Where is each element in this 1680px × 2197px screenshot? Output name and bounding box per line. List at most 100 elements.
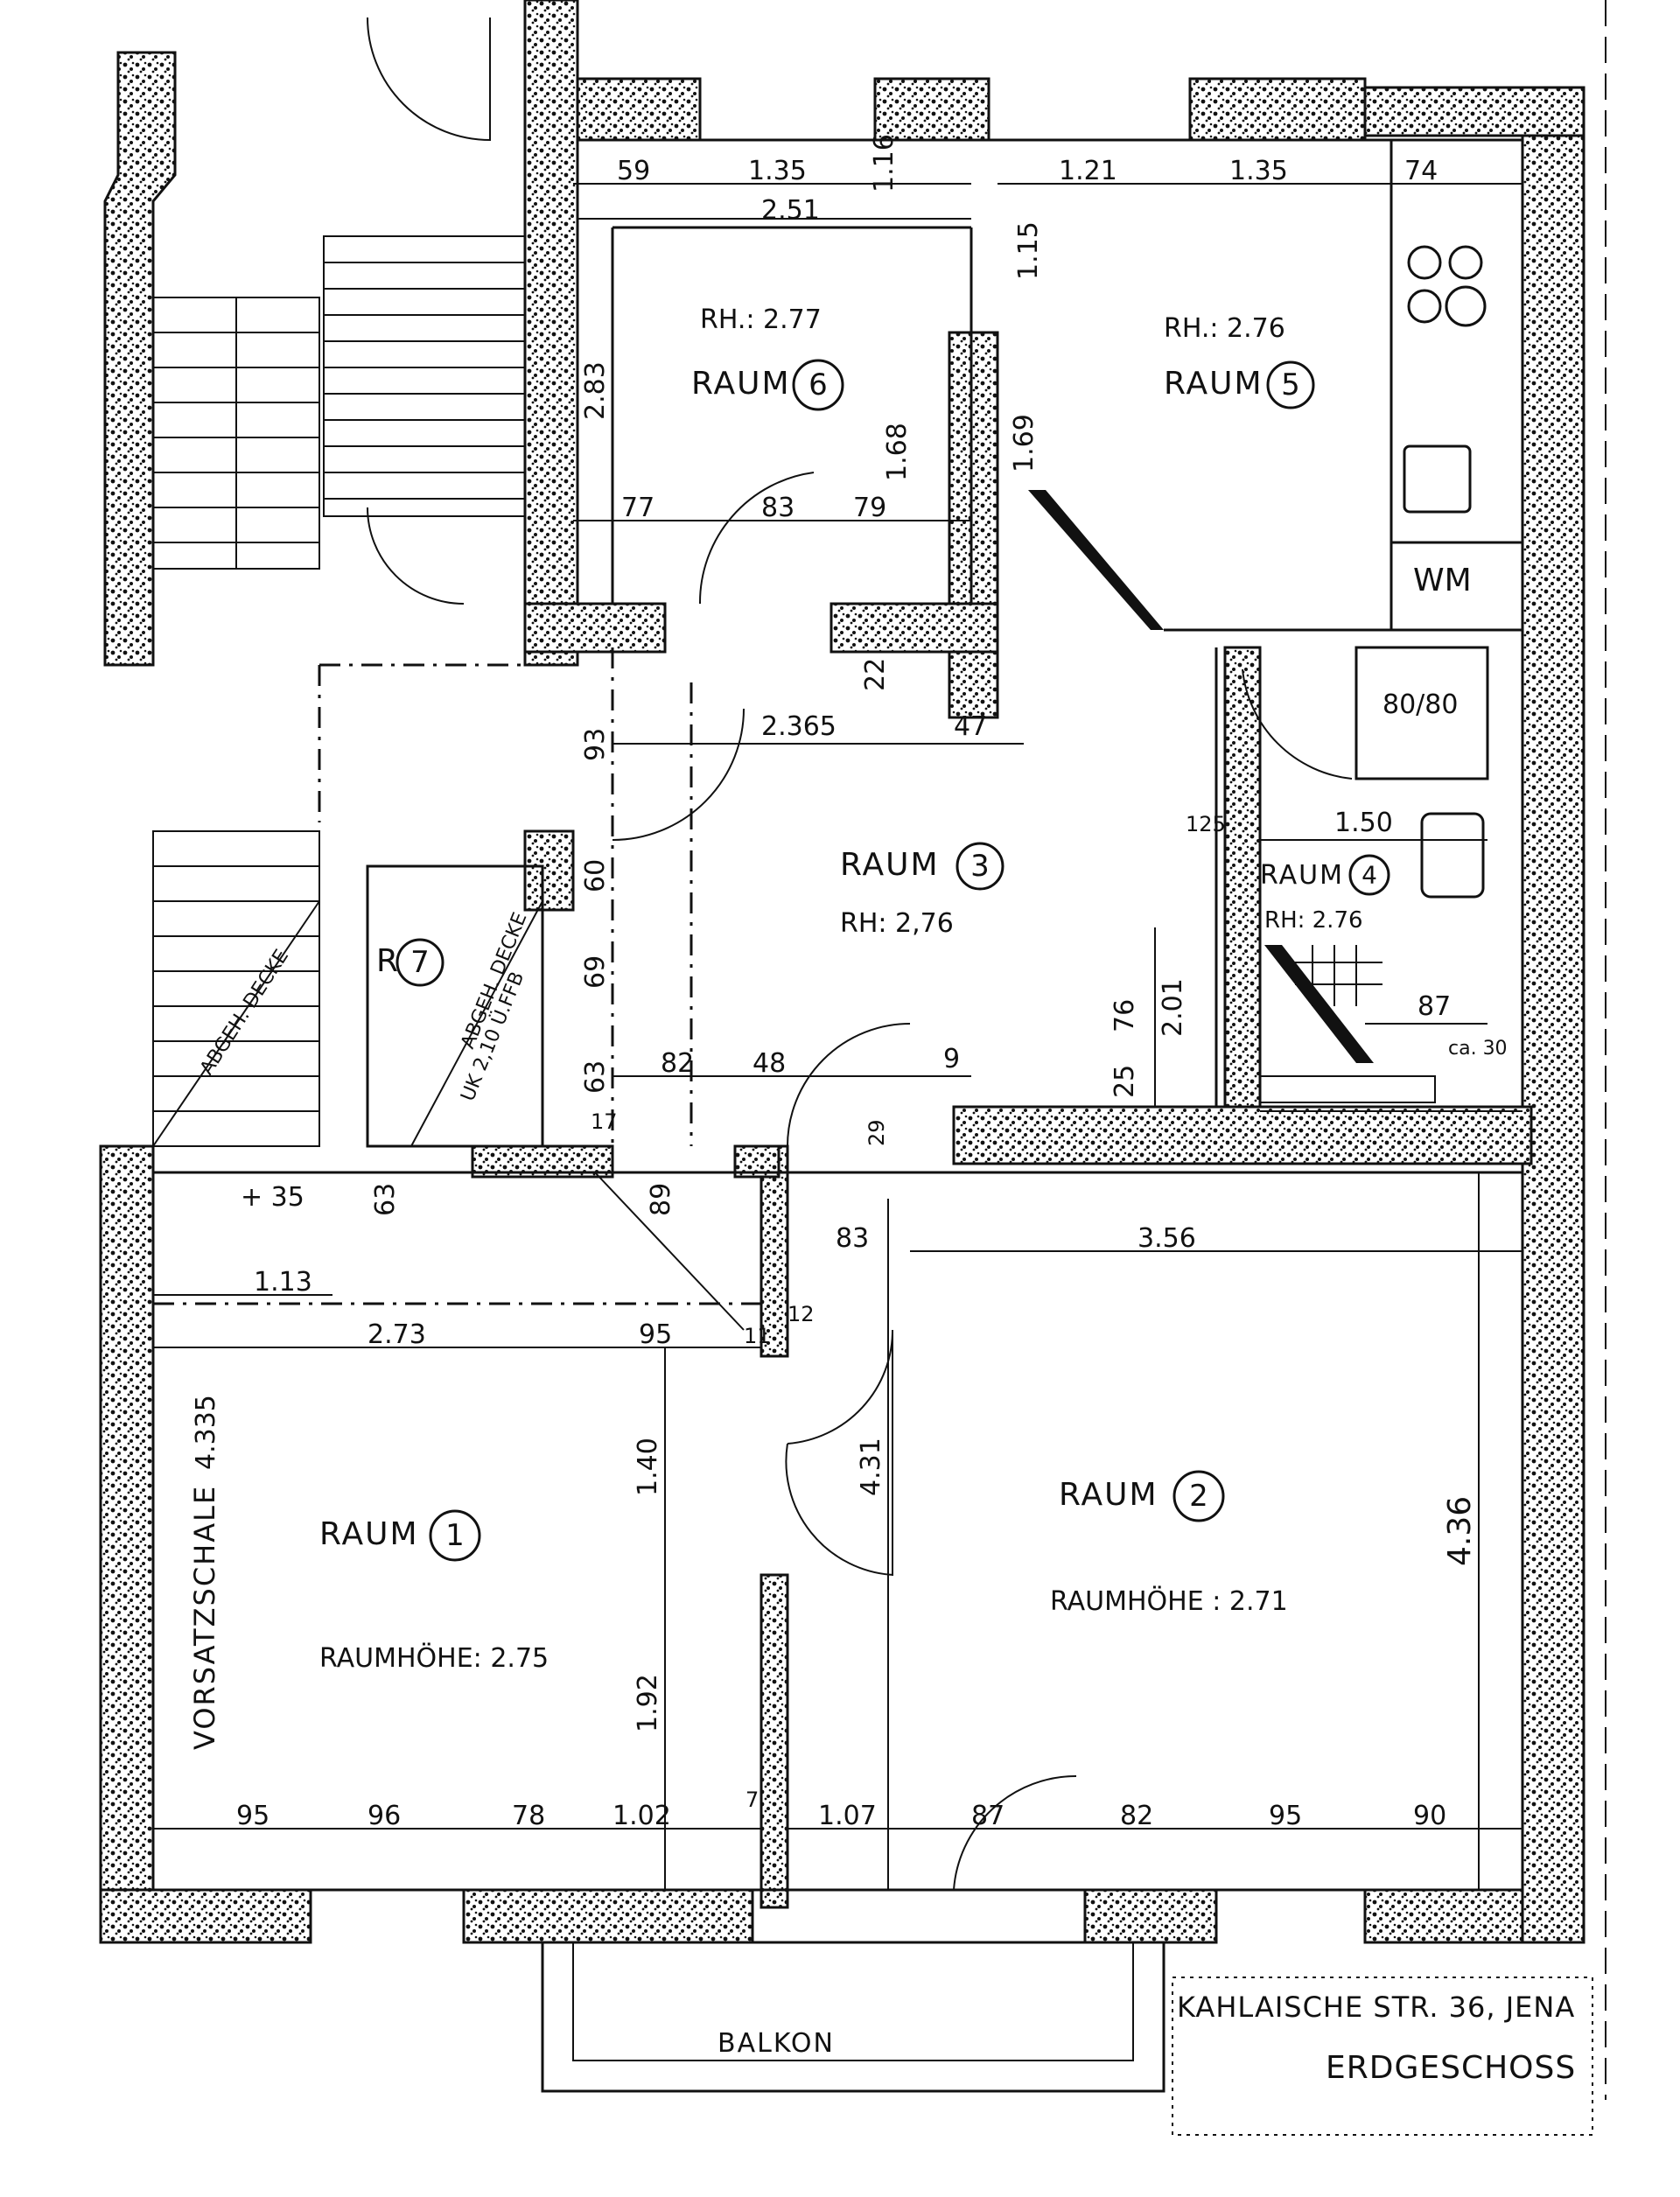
room-7-name: R — [376, 943, 400, 979]
room-5-circle — [1266, 360, 1315, 409]
dim-label: 125 — [1186, 812, 1226, 836]
dim-label: 1.69 — [1009, 414, 1040, 472]
dim-label: 95 — [639, 1319, 672, 1350]
washing-machine-label: WM — [1413, 563, 1472, 598]
dim-label: 47 — [954, 711, 987, 742]
dim-label: 2.01 — [1158, 978, 1188, 1037]
room-3-name: RAUM — [840, 847, 940, 883]
dim-label: 74 — [1404, 156, 1438, 186]
dim-label: 1.21 — [1059, 156, 1117, 186]
room-3-circle — [956, 842, 1004, 891]
dim-label: 76 — [1110, 999, 1140, 1032]
dim-label: 4.31 — [856, 1438, 886, 1496]
dimensions: 59 1.35 1.16 2.51 1.21 1.35 74 2.83 1.68… — [191, 134, 1508, 1831]
shower-size-label: 80/80 — [1382, 689, 1458, 720]
dim-label: 1.15 — [1013, 221, 1044, 280]
dim-label: 69 — [580, 955, 611, 989]
walls — [99, 0, 1586, 1944]
dim-label: 60 — [580, 859, 611, 892]
dim-label: 2.51 — [761, 195, 820, 226]
dim-label: 1.16 — [869, 134, 900, 192]
dim-label: 25 — [1110, 1065, 1140, 1098]
room-7-circle — [396, 938, 444, 987]
room-1-height: RAUMHÖHE: 2.75 — [319, 1642, 549, 1674]
room-2-circle — [1172, 1470, 1225, 1522]
room-6-circle — [792, 359, 844, 411]
dim-label: 95 — [236, 1801, 270, 1831]
dim-label: 77 — [621, 493, 654, 523]
dim-label: 1.68 — [882, 423, 913, 481]
dim-label: 17 — [591, 1109, 618, 1134]
dim-label: 83 — [761, 493, 794, 523]
room-2-number: 2 — [1189, 1479, 1208, 1514]
floor-label: ERDGESCHOSS — [1326, 2050, 1576, 2086]
dim-label: 63 — [370, 1183, 401, 1216]
dim-label: 11 — [744, 1324, 771, 1348]
dim-label: 1.92 — [633, 1674, 663, 1732]
dim-label: 1.13 — [254, 1267, 312, 1298]
dim-label: 2.83 — [580, 361, 611, 420]
dim-label: 2.365 — [761, 711, 836, 742]
abgeh-decke-label-1: ABGEH. DECKE — [196, 946, 293, 1079]
plan-lines — [151, 0, 1606, 2136]
room-6-height: RH.: 2.77 — [700, 304, 822, 335]
dim-label: 82 — [1120, 1801, 1153, 1831]
dim-label: 48 — [752, 1048, 786, 1079]
room-7-number: 7 — [410, 945, 430, 980]
room-5-number: 5 — [1281, 367, 1300, 402]
dim-label: 89 — [646, 1183, 676, 1216]
dim-label: 9 — [943, 1044, 960, 1074]
dim-label: 1.40 — [633, 1438, 663, 1496]
address-label: KAHLAISCHE STR. 36, JENA — [1177, 1991, 1575, 2024]
room-4-name: RAUM — [1260, 860, 1344, 891]
dim-label: 63 — [580, 1060, 611, 1094]
dim-label: 1.35 — [1229, 156, 1288, 186]
room-1-label: RAUM 1 RAUMHÖHE: 2.75 — [319, 1509, 549, 1674]
room-5-label: RAUM 5 RH.: 2.76 — [1164, 313, 1315, 409]
room-4-number: 4 — [1362, 861, 1377, 890]
room-5-height: RH.: 2.76 — [1164, 313, 1285, 344]
room-6-label: RAUM 6 RH.: 2.77 — [691, 304, 844, 411]
dim-label: 90 — [1413, 1801, 1446, 1831]
dim-label: 93 — [580, 728, 611, 761]
dim-label: 2.73 — [368, 1319, 426, 1350]
dim-label: 87 — [971, 1801, 1004, 1831]
dim-label: 83 — [836, 1223, 869, 1254]
room-4-height: RH: 2.76 — [1264, 907, 1363, 934]
room-3-height: RH: 2,76 — [840, 908, 954, 939]
room-5-name: RAUM — [1164, 366, 1264, 402]
dim-label: 87 — [1418, 991, 1451, 1022]
room-7-label: R 7 — [376, 938, 444, 987]
dim-label: 12 — [788, 1302, 815, 1326]
room-3-number: 3 — [970, 849, 990, 884]
room-labels: RAUM 6 RH.: 2.77 RAUM 5 RH.: 2.76 RAUM 3… — [319, 304, 1390, 1674]
dim-label: 7 — [746, 1788, 759, 1812]
dim-label: 22 — [860, 658, 891, 691]
dim-label: 1.35 — [748, 156, 807, 186]
room-6-name: RAUM — [691, 366, 791, 402]
dim-label: 95 — [1269, 1801, 1302, 1831]
dim-label: 4.335 — [191, 1395, 221, 1470]
dim-label: 29 — [864, 1119, 889, 1146]
plus-35-label: + 35 — [241, 1182, 304, 1213]
dim-label: 1.02 — [612, 1801, 671, 1831]
balcony-label: BALKON — [718, 2028, 835, 2059]
room-3-label: RAUM 3 RH: 2,76 — [840, 842, 1004, 939]
room-2-label: RAUM 2 RAUMHÖHE : 2.71 — [1050, 1470, 1288, 1617]
vorsatzschale-label: VORSATZSCHALE — [188, 1485, 221, 1750]
room-2-height: RAUMHÖHE : 2.71 — [1050, 1585, 1288, 1617]
dim-label: 82 — [661, 1048, 694, 1079]
dim-label: 79 — [853, 493, 886, 523]
room-2-name: RAUM — [1059, 1477, 1158, 1513]
room-1-number: 1 — [445, 1518, 465, 1553]
room-6-number: 6 — [808, 367, 828, 402]
dim-label: 78 — [512, 1801, 545, 1831]
dim-label: 3.56 — [1138, 1223, 1196, 1254]
dim-label: 1.50 — [1334, 808, 1393, 838]
dim-label: 4.36 — [1442, 1496, 1478, 1566]
dim-label: ca. 30 — [1448, 1038, 1508, 1060]
dim-label: 59 — [617, 156, 650, 186]
dim-label: 1.07 — [818, 1801, 877, 1831]
room-4-label: RAUM 4 RH: 2.76 — [1260, 854, 1390, 934]
